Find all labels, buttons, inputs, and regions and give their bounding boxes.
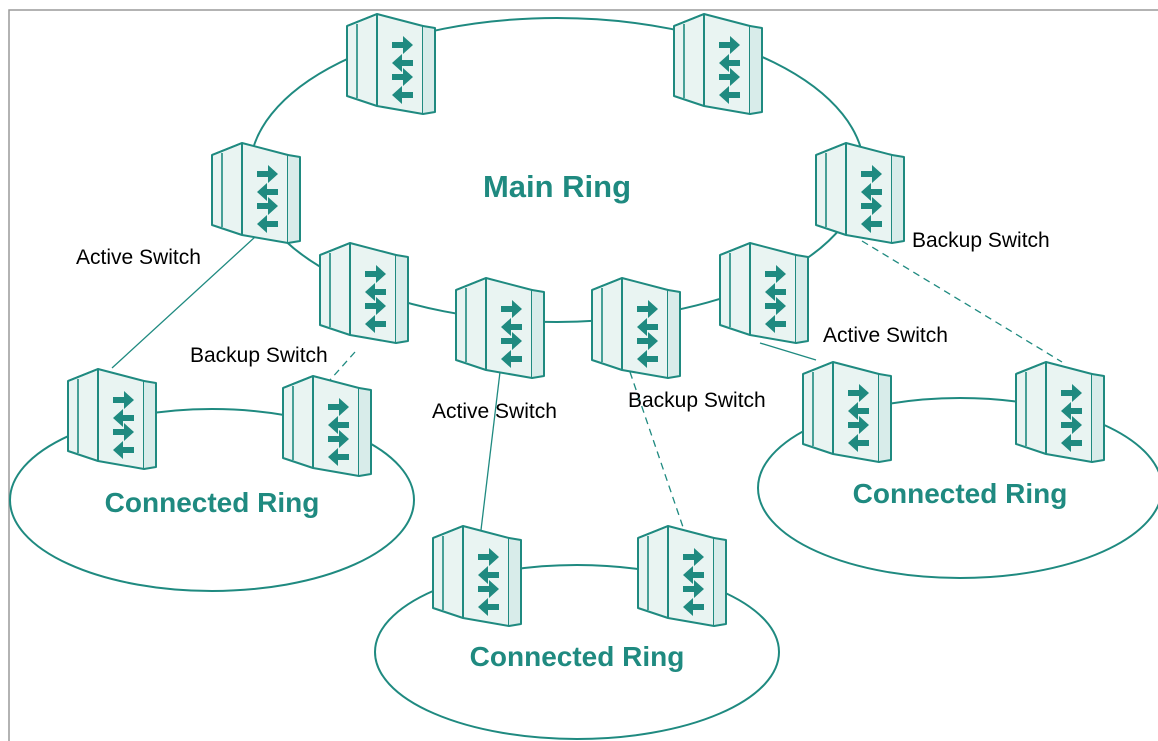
switch-icon <box>346 13 436 115</box>
connected-ring-center-title: Connected Ring <box>470 641 685 672</box>
switch-icon <box>432 525 522 627</box>
switch-icon <box>282 375 372 477</box>
left-backup-switch-label: Backup Switch <box>190 344 328 367</box>
switch-icon <box>455 277 545 379</box>
active-link-left <box>111 236 256 369</box>
backup-link-left <box>329 351 356 381</box>
backup-link-right <box>861 240 1063 363</box>
switch-icon <box>815 142 905 244</box>
active-link-center <box>480 371 501 531</box>
right-active-switch-label: Active Switch <box>823 324 948 347</box>
switch-icon <box>67 368 157 470</box>
switch-icon <box>591 277 681 379</box>
active-link-right <box>759 342 817 361</box>
frame-border <box>8 9 1158 741</box>
main-ring-title: Main Ring <box>483 169 631 204</box>
left-active-switch-label: Active Switch <box>76 246 201 269</box>
switch-icon <box>673 13 763 115</box>
switch-icon <box>1015 361 1105 463</box>
switch-icon <box>802 361 892 463</box>
switch-icon <box>637 525 727 627</box>
right-backup-switch-label: Backup Switch <box>912 229 1050 252</box>
center-backup-switch-label: Backup Switch <box>628 389 766 412</box>
connected-ring-left-title: Connected Ring <box>105 487 320 518</box>
switch-icon <box>211 142 301 244</box>
switch-icon <box>319 242 409 344</box>
switch-icon <box>719 242 809 344</box>
backup-link-center <box>629 371 685 531</box>
connected-ring-right-title: Connected Ring <box>853 478 1068 509</box>
center-active-switch-label: Active Switch <box>432 400 557 423</box>
